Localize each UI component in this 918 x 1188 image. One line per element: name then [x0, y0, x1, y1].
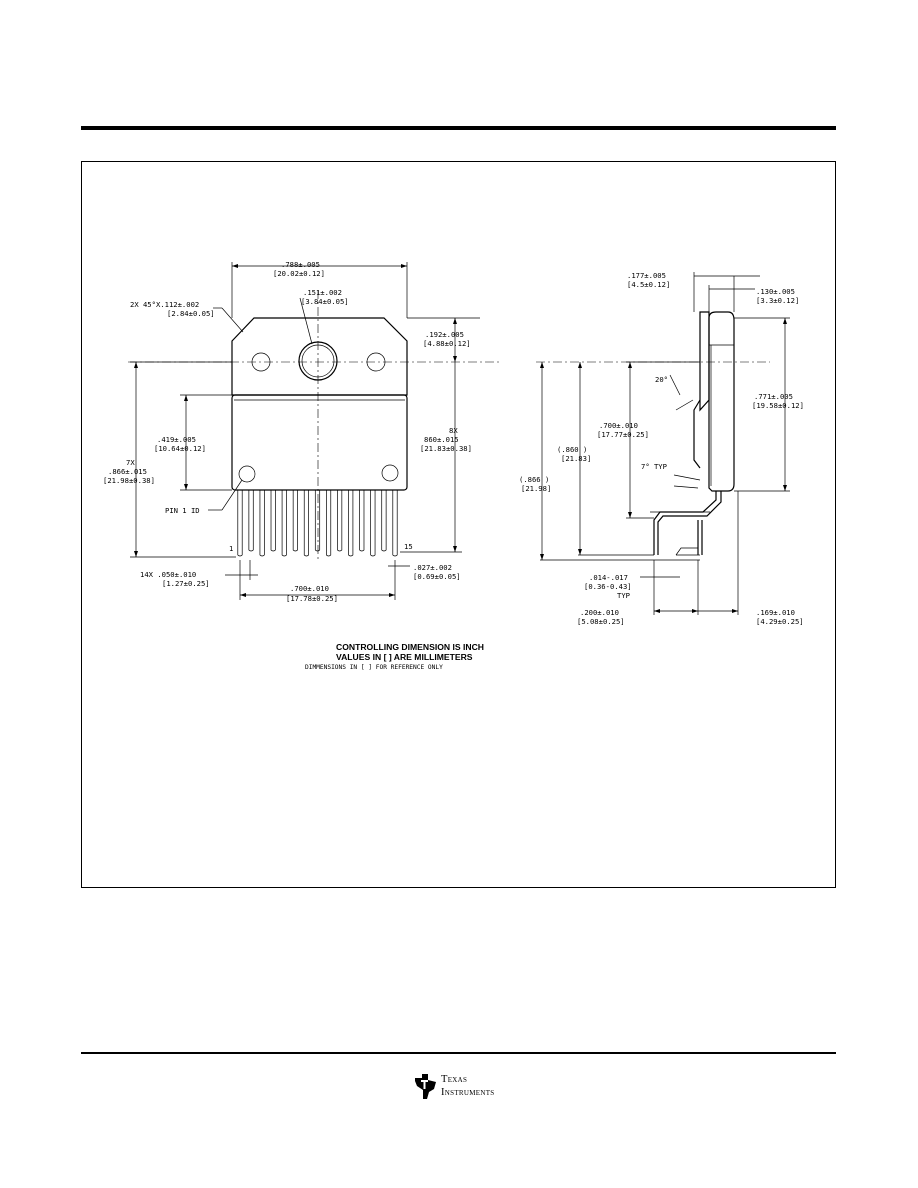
lead-pin [348, 490, 354, 557]
body-thk-dim-mm: [3.3±0.12] [756, 296, 799, 305]
lead-offset-dim-mm: [4.29±0.25] [756, 617, 804, 626]
lead-700-dim: .700±.010 [599, 421, 638, 430]
tab-outline [231, 317, 408, 396]
logo-instruments: Instruments [441, 1087, 495, 1098]
note-millimeters: VALUES IN [ ] ARE MILLIMETERS [336, 652, 473, 662]
pin-first-label: 1 [229, 544, 233, 553]
row-offset-dim-mm: [5.08±0.25] [577, 617, 625, 626]
chamfer-dim-mm: [2.84±0.05] [167, 309, 215, 318]
height-dim-mm: [19.58±0.12] [752, 401, 804, 410]
lead-7x-dim: .866±.015 [108, 467, 147, 476]
tab-hole-left [251, 352, 271, 372]
footer-rule [81, 1052, 836, 1054]
lead-pin [359, 490, 365, 552]
lead-pin [259, 490, 265, 557]
lead-8x-label: 8X [449, 426, 458, 435]
lead-pin [281, 490, 287, 557]
tab-thk-dim-mm: [4.5±0.12] [627, 280, 670, 289]
header-rule [81, 126, 836, 130]
ref-866: (.866 ) [519, 475, 549, 484]
width-dim: .788±.005 [281, 260, 320, 269]
side-tab-outline [699, 311, 710, 412]
angle-7-leader [673, 474, 701, 481]
lead-pin [392, 490, 398, 557]
row-offset-dim: .200±.010 [580, 608, 619, 617]
body-height-dim-mm: [10.64±0.12] [154, 444, 206, 453]
drawing-notes: CONTROLLING DIMENSION IS INCH VALUES IN … [305, 642, 484, 671]
lead-8x-dim: 860±.015 [424, 435, 459, 444]
pin1-id-label: PIN 1 ID [165, 506, 200, 515]
side-tab-bend [693, 399, 701, 469]
lead-pin [370, 490, 376, 557]
lead-7x-label: 7X [126, 458, 135, 467]
lead-pin [381, 490, 387, 552]
lead-offset-dim: .169±.010 [756, 608, 795, 617]
hole-dim-mm: [3.84±0.05] [301, 297, 349, 306]
side-lead-rear [697, 520, 703, 555]
pitch-dim-mm: [1.27±0.25] [162, 579, 210, 588]
pin-last-label: 15 [404, 542, 413, 551]
chamfer-dim: 2X 45°X.112±.002 [130, 300, 199, 309]
lead-pin [237, 490, 243, 557]
lead-pin [303, 490, 309, 557]
span-dim: .700±.010 [290, 584, 329, 593]
ref-866-mm: [21.98] [521, 484, 551, 493]
side-body-outline [708, 311, 735, 492]
mounting-hole [298, 341, 338, 381]
hole-offset-dim-mm: [4.88±0.12] [423, 339, 471, 348]
ejector-mark-right [381, 464, 399, 482]
hole-leader [299, 297, 313, 345]
side-view: .177±.005 [4.5±0.12] .130±.005 [3.3±0.12… [519, 271, 804, 626]
width-dim-mm: [20.02±0.12] [273, 269, 325, 278]
note-controlling-dimension: CONTROLLING DIMENSION IS INCH [336, 642, 484, 652]
lead-pin [337, 490, 343, 552]
chamfer-leader [221, 307, 244, 333]
tab-thk-dim: .177±.005 [627, 271, 666, 280]
lead-7x-dim-mm: [21.98±0.38] [103, 476, 155, 485]
lead-pin [270, 490, 276, 552]
lead-pin [292, 490, 298, 552]
body-height-dim: .419±.005 [157, 435, 196, 444]
lead-pin [314, 490, 321, 552]
angle-20-label: 20° [655, 375, 668, 384]
lead-thk-dim-mm: [0.36-0.43] [584, 582, 632, 591]
lead-700-dim-mm: [17.77±0.25] [597, 430, 649, 439]
lead-8x-dim-mm: [21.83±0.38] [420, 444, 472, 453]
hole-offset-dim: .192±.005 [425, 330, 464, 339]
ti-logo-icon [415, 1074, 436, 1099]
lead-width-dim: .027±.002 [413, 563, 452, 572]
lead-pin [248, 490, 254, 552]
pin1-id-mark [238, 465, 256, 483]
drawing-frame [81, 161, 836, 888]
height-dim: .771±.005 [754, 392, 793, 401]
ref-860: (.860 ) [557, 445, 587, 454]
front-view: .788±.005 [20.02±0.12] 2X 45°X.112±.002 … [103, 260, 500, 603]
lead-thk-dim: .014-.017 [589, 573, 628, 582]
side-lead [653, 491, 717, 555]
lead-width-dim-mm: [0.69±0.05] [413, 572, 461, 581]
lead-pin [326, 490, 332, 557]
lead-thk-typ: TYP [617, 591, 630, 600]
mounting-hole-inner [301, 344, 335, 378]
front-leads [237, 490, 398, 557]
note-reference-only: DIMMENSIONS IN [ ] FOR REFERENCE ONLY [305, 664, 443, 671]
body-outline [231, 394, 408, 491]
tab-hole-right [366, 352, 386, 372]
ref-860-mm: [21.83] [561, 454, 591, 463]
hole-dim: .151±.002 [303, 288, 342, 297]
angle-7-label: 7° TYP [641, 462, 667, 471]
angle-20-leader [669, 374, 681, 396]
span-dim-mm: [17.78±0.25] [286, 594, 338, 603]
logo-texas: Texas [441, 1074, 468, 1085]
body-thk-dim: .130±.005 [756, 287, 795, 296]
pitch-dim: 14X .050±.010 [140, 570, 196, 579]
